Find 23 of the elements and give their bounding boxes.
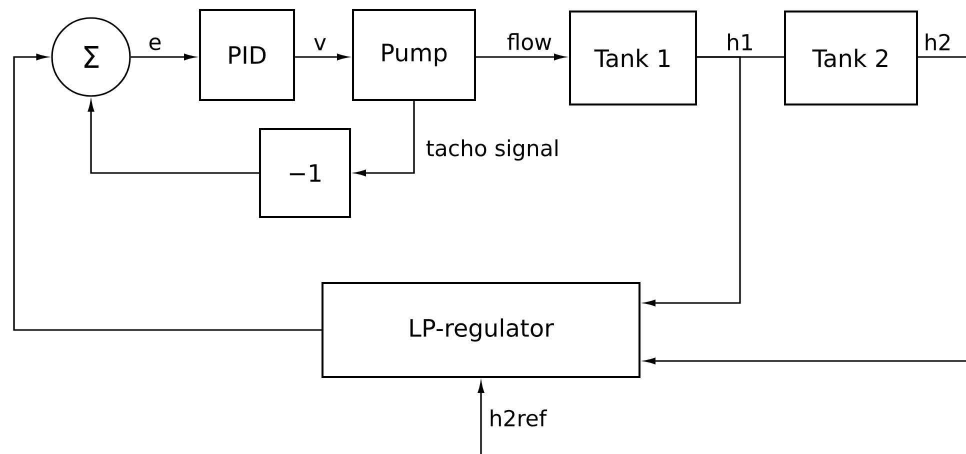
edge-label: e	[147, 36, 163, 52]
process-box: Pump	[352, 9, 476, 101]
edge-label: h1	[725, 32, 755, 52]
summing-junction: Σ	[51, 17, 131, 97]
process-box: LP-regulator	[322, 282, 640, 378]
arrow	[355, 101, 415, 176]
edge-label: h2	[922, 32, 953, 52]
process-box: Tank 1	[569, 10, 697, 106]
arrow	[13, 54, 322, 331]
edge-label: flow	[506, 32, 554, 52]
arrow	[644, 56, 741, 306]
process-box: PID	[199, 9, 295, 101]
process-box: −1	[259, 128, 351, 218]
arrow	[130, 54, 195, 60]
process-box: Tank 2	[784, 10, 918, 106]
edge-label: h2ref	[488, 408, 548, 428]
arrow	[88, 101, 259, 174]
arrow	[644, 358, 966, 364]
arrow	[478, 382, 484, 454]
edge-label: v	[312, 37, 328, 52]
arrow	[476, 54, 565, 60]
edge-label: tacho signal	[424, 138, 560, 162]
arrow	[295, 54, 348, 60]
